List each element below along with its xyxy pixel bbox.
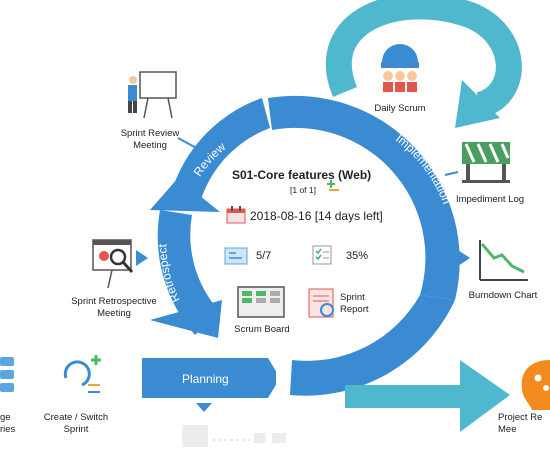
sprint-retrospective-meeting-label[interactable]: Sprint Retrospective Meeting (71, 296, 157, 319)
sprint-tasks-done: 5/7 (256, 250, 272, 262)
switch-sprint-icon[interactable] (323, 180, 341, 194)
daily-scrum-icon (381, 44, 419, 92)
burndown-chart-label[interactable]: Burndown Chart (468, 290, 538, 301)
sprint-date-remaining: 2018-08-16 [14 days left] (250, 209, 383, 223)
planning-arrow (142, 358, 280, 398)
daily-scrum-label[interactable]: Daily Scrum (374, 103, 426, 114)
scrum-board-icon[interactable] (237, 286, 285, 318)
project-review-meeting-icon (521, 360, 550, 410)
cycle-segment-implementation-lower (290, 295, 455, 396)
daily-scrum-loop-arrowhead (455, 80, 500, 128)
cycle-segment-retrospect (157, 210, 220, 335)
checklist-icon (312, 245, 332, 265)
manage-stories-icon (0, 357, 14, 392)
tasks-board-icon (224, 247, 248, 265)
sprint-pager: [1 of 1] (290, 185, 316, 195)
daily-scrum-loop-arrow (325, 0, 522, 118)
sprint-review-meeting-label[interactable]: Sprint Review Meeting (120, 128, 180, 151)
retrospect-arrowhead (150, 300, 222, 338)
sprint-report-icon[interactable] (308, 288, 338, 320)
sprint-report-label[interactable]: Sprint Report (340, 292, 369, 315)
project-review-meeting-label[interactable]: Project Re Mee (498, 412, 543, 435)
manage-stories-label[interactable]: ge ries (0, 412, 16, 435)
connector-line-impediment (444, 171, 459, 176)
cycle-segment-review (168, 98, 270, 210)
project-review-arrow (345, 360, 510, 432)
sprint-retrospective-meeting-icon (92, 239, 134, 289)
connector-arrow-right (458, 250, 470, 266)
impediment-log-label[interactable]: Impediment Log (455, 194, 525, 205)
sprint-title[interactable]: S01-Core features (Web) (232, 168, 372, 182)
sprint-review-meeting-icon (128, 71, 177, 119)
connector-line-up (177, 137, 201, 151)
create-switch-sprint-label[interactable]: Create / Switch Sprint (43, 412, 109, 435)
review-arrowhead (150, 178, 220, 212)
impediment-log-icon (462, 142, 510, 183)
phase-label-planning: Planning (182, 372, 229, 386)
backlog-faint-icon (182, 425, 286, 447)
burndown-chart-icon (479, 240, 528, 281)
calendar-icon (226, 206, 246, 224)
cycle-segment-implementation (268, 95, 460, 301)
create-switch-sprint-icon (63, 355, 101, 393)
scrum-board-label[interactable]: Scrum Board (234, 324, 290, 335)
planning-arrow-gap (276, 355, 290, 401)
connector-arrow-left (136, 250, 148, 266)
sprint-progress: 35% (346, 250, 369, 262)
connector-arrow-down (196, 403, 212, 412)
